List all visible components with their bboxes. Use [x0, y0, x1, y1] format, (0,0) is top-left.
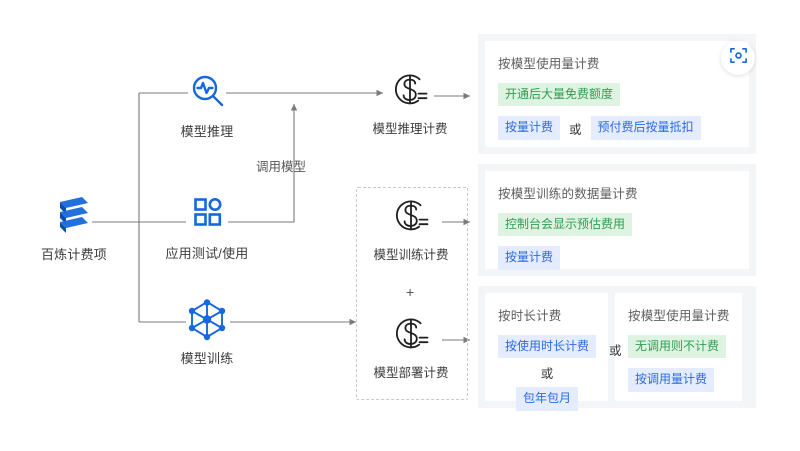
node-model-training[interactable]: 模型训练: [147, 297, 267, 367]
card-title: 按模型训练的数据量计费: [498, 187, 638, 201]
node-label: 应用测试/使用: [165, 246, 249, 261]
or-connector: 或: [569, 122, 582, 137]
node-app-test-usage[interactable]: 应用测试/使用: [147, 192, 267, 262]
highlight-tag: 无调用则不计费: [628, 335, 727, 359]
inference-billing-panel: 按模型使用量计费 开通后大量免费额度 按量计费 或 预付费后按量抵扣: [478, 34, 756, 154]
node-bailian-billing-items[interactable]: 百炼计费项: [14, 193, 134, 263]
billing-mode-tag: 按调用量计费: [628, 368, 715, 392]
training-billing-panel: 按模型训练的数据量计费 控制台会显示预估费用 按量计费: [478, 164, 756, 276]
billing-card-usage[interactable]: 按模型使用量计费 无调用则不计费 按调用量计费: [615, 293, 742, 401]
card-title: 按时长计费: [498, 309, 562, 323]
dollar-coin-icon: [356, 196, 466, 240]
card-title: 按模型使用量计费: [498, 57, 600, 71]
dollar-coin-icon: [355, 70, 465, 114]
node-model-inference[interactable]: 模型推理: [147, 70, 267, 140]
edge-label-invoke-model: 调用模型: [256, 160, 307, 174]
scan-focus-badge[interactable]: [721, 41, 755, 75]
panel-or-connector: 或: [609, 344, 622, 358]
billing-mode-tag: 按量计费: [498, 116, 561, 140]
billing-mode-tag: 按使用时长计费: [498, 335, 597, 359]
node-label: 模型训练: [180, 351, 234, 366]
node-label: 模型推理: [180, 124, 234, 139]
node-deployment-billing[interactable]: 模型部署计费: [356, 314, 466, 381]
plus-sign: +: [406, 284, 415, 300]
node-inference-billing[interactable]: 模型推理计费: [355, 70, 465, 137]
cube-network-icon: [147, 297, 267, 343]
grid-apps-icon: [147, 192, 267, 238]
or-connector: 或: [540, 367, 554, 382]
billing-card[interactable]: 按模型使用量计费 开通后大量免费额度 按量计费 或 预付费后按量抵扣: [485, 41, 749, 147]
node-label: 百炼计费项: [40, 247, 107, 262]
highlight-tag: 开通后大量免费额度: [498, 83, 621, 107]
billing-mode-tag: 按量计费: [498, 246, 561, 270]
card-title: 按模型使用量计费: [628, 309, 730, 323]
billing-card-duration[interactable]: 按时长计费 按使用时长计费 或 包年包月: [485, 293, 609, 411]
deployment-billing-panel: 按时长计费 按使用时长计费 或 包年包月 按模型使用量计费 无调用则不计费 按调…: [478, 286, 756, 411]
highlight-tag: 控制台会显示预估费用: [498, 213, 633, 237]
billing-card[interactable]: 按模型训练的数据量计费 控制台会显示预估费用 按量计费: [485, 171, 749, 270]
billing-mode-tag: 预付费后按量抵扣: [590, 116, 701, 140]
dollar-coin-icon: [356, 314, 466, 358]
billing-group-dashed-box: [356, 187, 468, 400]
scan-focus-icon: [729, 46, 748, 70]
billing-mode-tag: 包年包月: [516, 387, 579, 411]
node-training-billing[interactable]: 模型训练计费: [356, 196, 466, 263]
magnifier-pulse-icon: [147, 70, 267, 116]
node-label: 模型训练计费: [373, 248, 449, 262]
layers-logo-icon: [14, 193, 134, 239]
node-label: 模型部署计费: [373, 366, 449, 380]
node-label: 模型推理计费: [372, 122, 448, 136]
